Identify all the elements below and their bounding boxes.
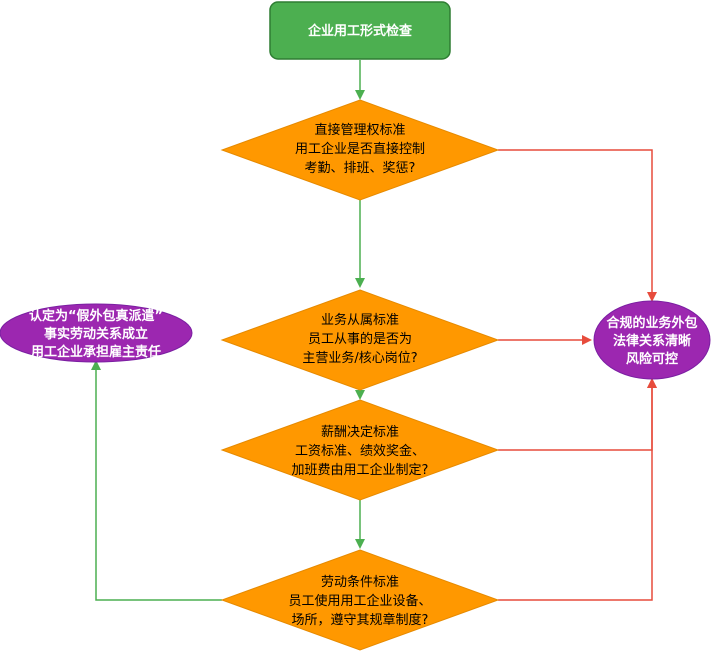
decision-3-line-3: 加班费由用工企业制定? xyxy=(292,462,429,478)
start-node-label: 企业用工形式检查 xyxy=(307,23,413,39)
decision-working-conditions[interactable]: 劳动条件标准 员工使用用工企业设备、 场所，遵守其规章制度? xyxy=(220,549,500,651)
connector-decision-4-to-compliant xyxy=(498,378,657,601)
decision-3-line-1: 薪酬决定标准 xyxy=(321,425,399,440)
outcome-compliant-line-1: 合规的业务外包 xyxy=(606,315,697,331)
decision-business-subordination[interactable]: 业务从属标准 员工从事的是否为 主营业务/核心岗位? xyxy=(220,289,500,391)
decision-1-line-3: 考勤、排班、奖惩? xyxy=(305,161,416,176)
outcome-fake-outsourcing-line-3: 用工企业承担雇主责任 xyxy=(30,344,161,360)
decision-2-line-3: 主营业务/核心岗位? xyxy=(302,350,417,366)
outcome-fake-outsourcing[interactable]: 认定为“假外包真派遣” 事实劳动关系成立 用工企业承担雇主责任 xyxy=(0,303,193,363)
outcome-compliant-line-2: 法律关系清晰 xyxy=(613,333,691,349)
decision-2-line-1: 业务从属标准 xyxy=(321,312,399,328)
decision-1-line-2: 用工企业是否直接控制 xyxy=(295,141,425,157)
decision-direct-management[interactable]: 直接管理权标准 用工企业是否直接控制 考勤、排班、奖惩? xyxy=(220,99,500,201)
decision-4-line-3: 场所，遵守其规章制度? xyxy=(292,612,429,628)
outcome-compliant[interactable]: 合规的业务外包 法律关系清晰 风险可控 xyxy=(593,300,711,380)
start-node[interactable]: 企业用工形式检查 xyxy=(269,1,451,60)
outcome-fake-outsourcing-line-2: 事实劳动关系成立 xyxy=(44,326,148,342)
outcome-compliant-line-3: 风险可控 xyxy=(626,351,678,367)
decision-3-line-2: 工资标准、绩效奖金、 xyxy=(295,443,425,459)
decision-4-line-2: 员工使用用工企业设备、 xyxy=(288,593,431,609)
outcome-fake-outsourcing-line-1: 认定为“假外包真派遣” xyxy=(29,308,163,324)
decision-salary[interactable]: 薪酬决定标准 工资标准、绩效奖金、 加班费由用工企业制定? xyxy=(220,399,500,501)
connector-decision-3-to-compliant xyxy=(498,378,657,451)
connector-decision-4-to-fake-outsourcing xyxy=(91,360,222,601)
decision-2-line-2: 员工从事的是否为 xyxy=(308,331,412,347)
decision-4-line-1: 劳动条件标准 xyxy=(321,574,399,590)
decision-1-line-1: 直接管理权标准 xyxy=(314,122,405,138)
connector-decision-1-to-compliant xyxy=(498,149,657,302)
